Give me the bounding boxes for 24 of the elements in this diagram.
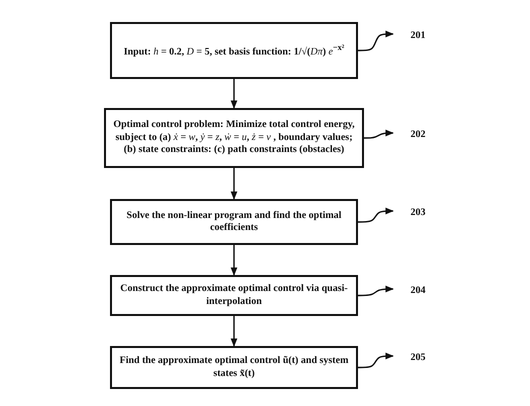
process-box <box>104 108 364 168</box>
leader-line <box>358 286 394 296</box>
leader-line <box>358 30 394 52</box>
callout-number: 202 <box>410 128 426 140</box>
callout-number: 204 <box>410 284 426 296</box>
step-text: Solve the non-linear program and find the optimal coefficients <box>126 210 342 234</box>
arrow <box>230 79 238 109</box>
leader-line <box>358 352 394 368</box>
leader-line <box>364 130 394 139</box>
leader-line <box>358 208 394 223</box>
step-text: Construct the approximate optimal control via quasi-interpolation <box>119 283 349 308</box>
process-box <box>110 275 358 316</box>
process-box <box>110 346 358 389</box>
arrow <box>230 316 238 347</box>
process-box <box>110 22 358 79</box>
step-text: Input: h = 0.2, D = 5, set basis function: 1/√(Dπ) e$^{−x²}$ <box>124 42 344 58</box>
arrow <box>230 245 238 276</box>
process-box <box>110 199 358 245</box>
step-text: Optimal control problem: Minimize total control energy, subject to (a) ẋ = w, ẏ = z, ẇ = u, ż = v , boundary values; (b) state constraints: (c) path constraints (obstacles) <box>112 119 356 157</box>
callout-number: 205 <box>410 352 426 362</box>
step-text: Find the approximate optimal control ũ(t) and system states x̃(t) <box>118 355 350 380</box>
callout-number: 201 <box>410 30 426 40</box>
arrow <box>230 168 238 200</box>
callout-number: 203 <box>410 206 426 218</box>
